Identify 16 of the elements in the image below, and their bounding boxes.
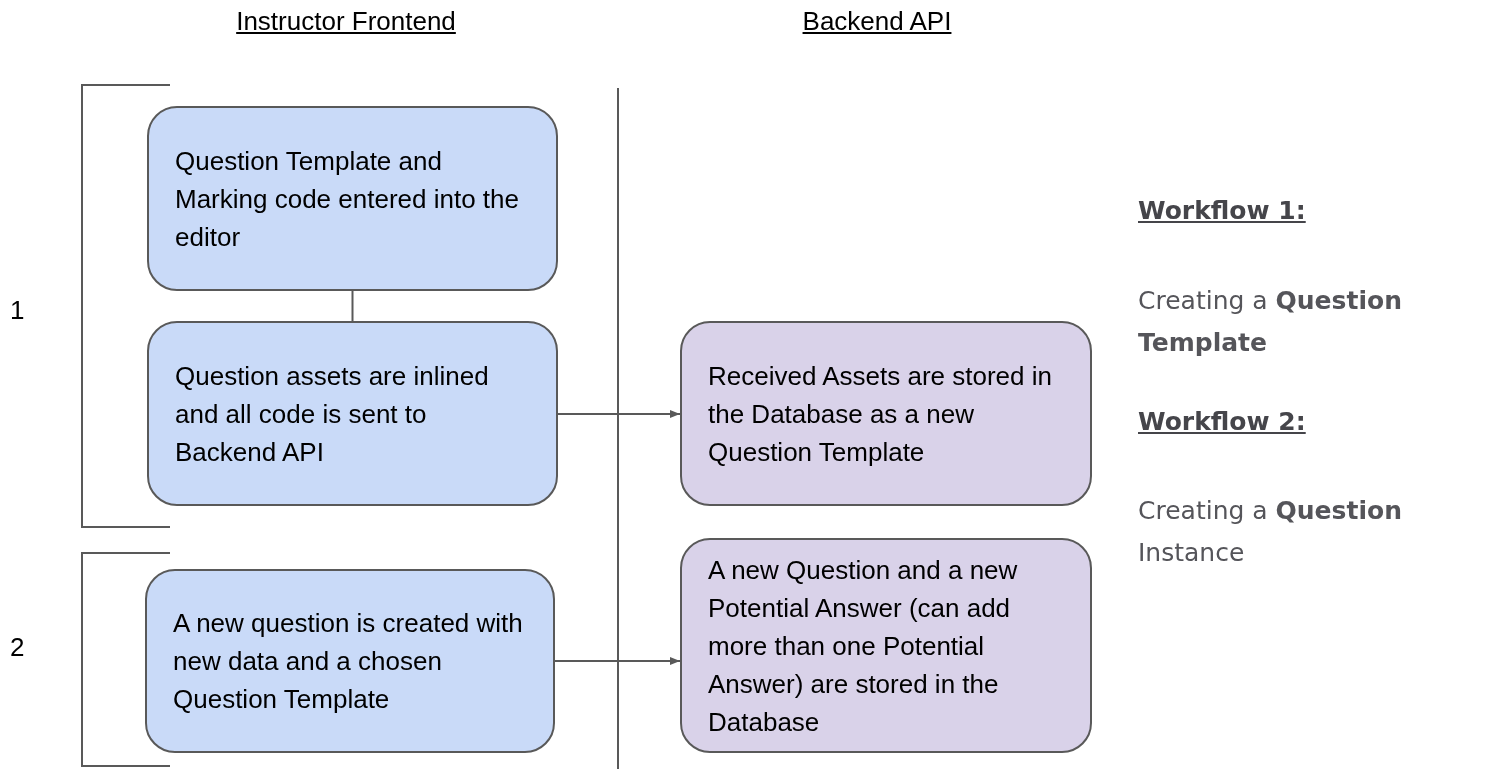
process-box: Question assets are inlined and all code is sent to Backend API: [147, 321, 558, 506]
workflow-description: Creating a Question Instance: [1138, 495, 1403, 569]
group-number: 2: [10, 631, 26, 664]
workflow-heading: Workflow 1:: [1138, 195, 1307, 227]
column-heading: Instructor Frontend: [235, 5, 457, 38]
process-box: Received Assets are stored in the Database as a new Question Template: [680, 321, 1092, 506]
process-box: A new question is created with new data and a chosen Question Template: [145, 569, 555, 753]
column-heading: Backend API: [801, 5, 953, 38]
arrow: [557, 410, 681, 418]
connector-line: [351, 290, 354, 322]
workflow-description: Creating a Question Template: [1138, 285, 1403, 359]
workflow-heading: Workflow 2:: [1138, 406, 1307, 438]
process-box: Question Template and Marking code entered into the editor: [147, 106, 558, 291]
group-number: 1: [10, 294, 26, 327]
process-box: A new Question and a new Potential Answer (can add more than one Potential Answer) are stored in the Database: [680, 538, 1092, 753]
arrow: [554, 657, 681, 665]
